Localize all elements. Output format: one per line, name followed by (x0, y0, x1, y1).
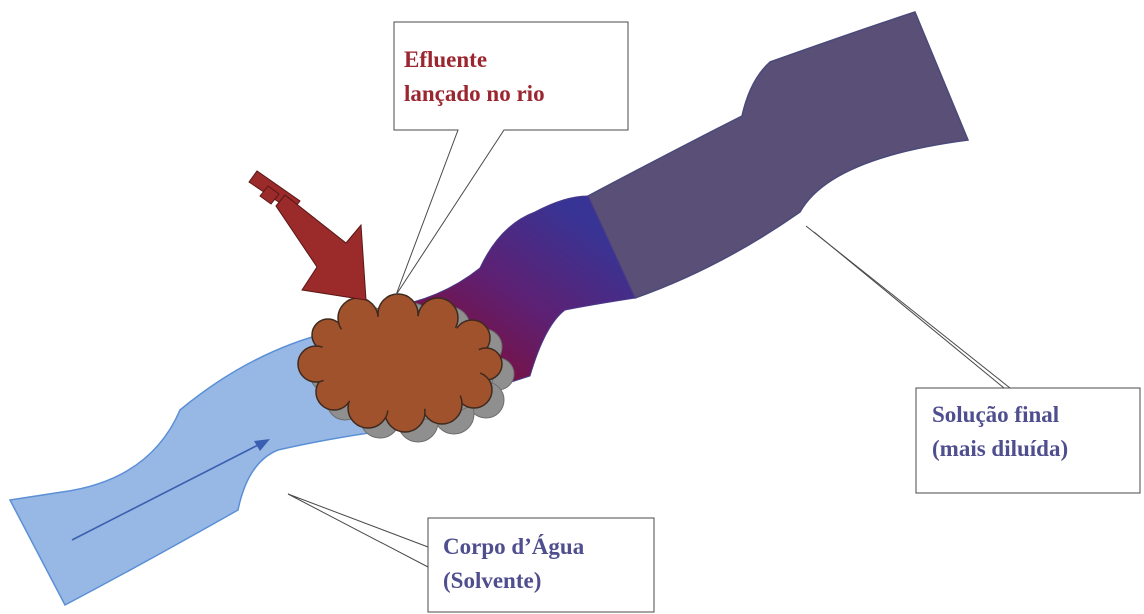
callout-final-solution-line2: (mais diluída) (932, 432, 1068, 466)
effluent-cloud-core (318, 315, 482, 411)
callout-water-body-text: Corpo d’Água (Solvente) (443, 530, 584, 598)
callout-effluent-line1: Efluente (404, 43, 545, 77)
callout-water-body-line1: Corpo d’Água (443, 530, 584, 564)
river-downstream (588, 12, 968, 298)
callout-effluent-line2: lançado no rio (404, 77, 545, 111)
callout-final-solution-text: Solução final (mais diluída) (932, 398, 1068, 466)
effluent-discharge-arrow (249, 171, 366, 300)
callout-effluent-text: Efluente lançado no rio (404, 43, 545, 111)
callout-final-solution-line1: Solução final (932, 398, 1068, 432)
callout-final-solution-pointer (806, 226, 1010, 388)
callout-water-body-line2: (Solvente) (443, 564, 584, 598)
